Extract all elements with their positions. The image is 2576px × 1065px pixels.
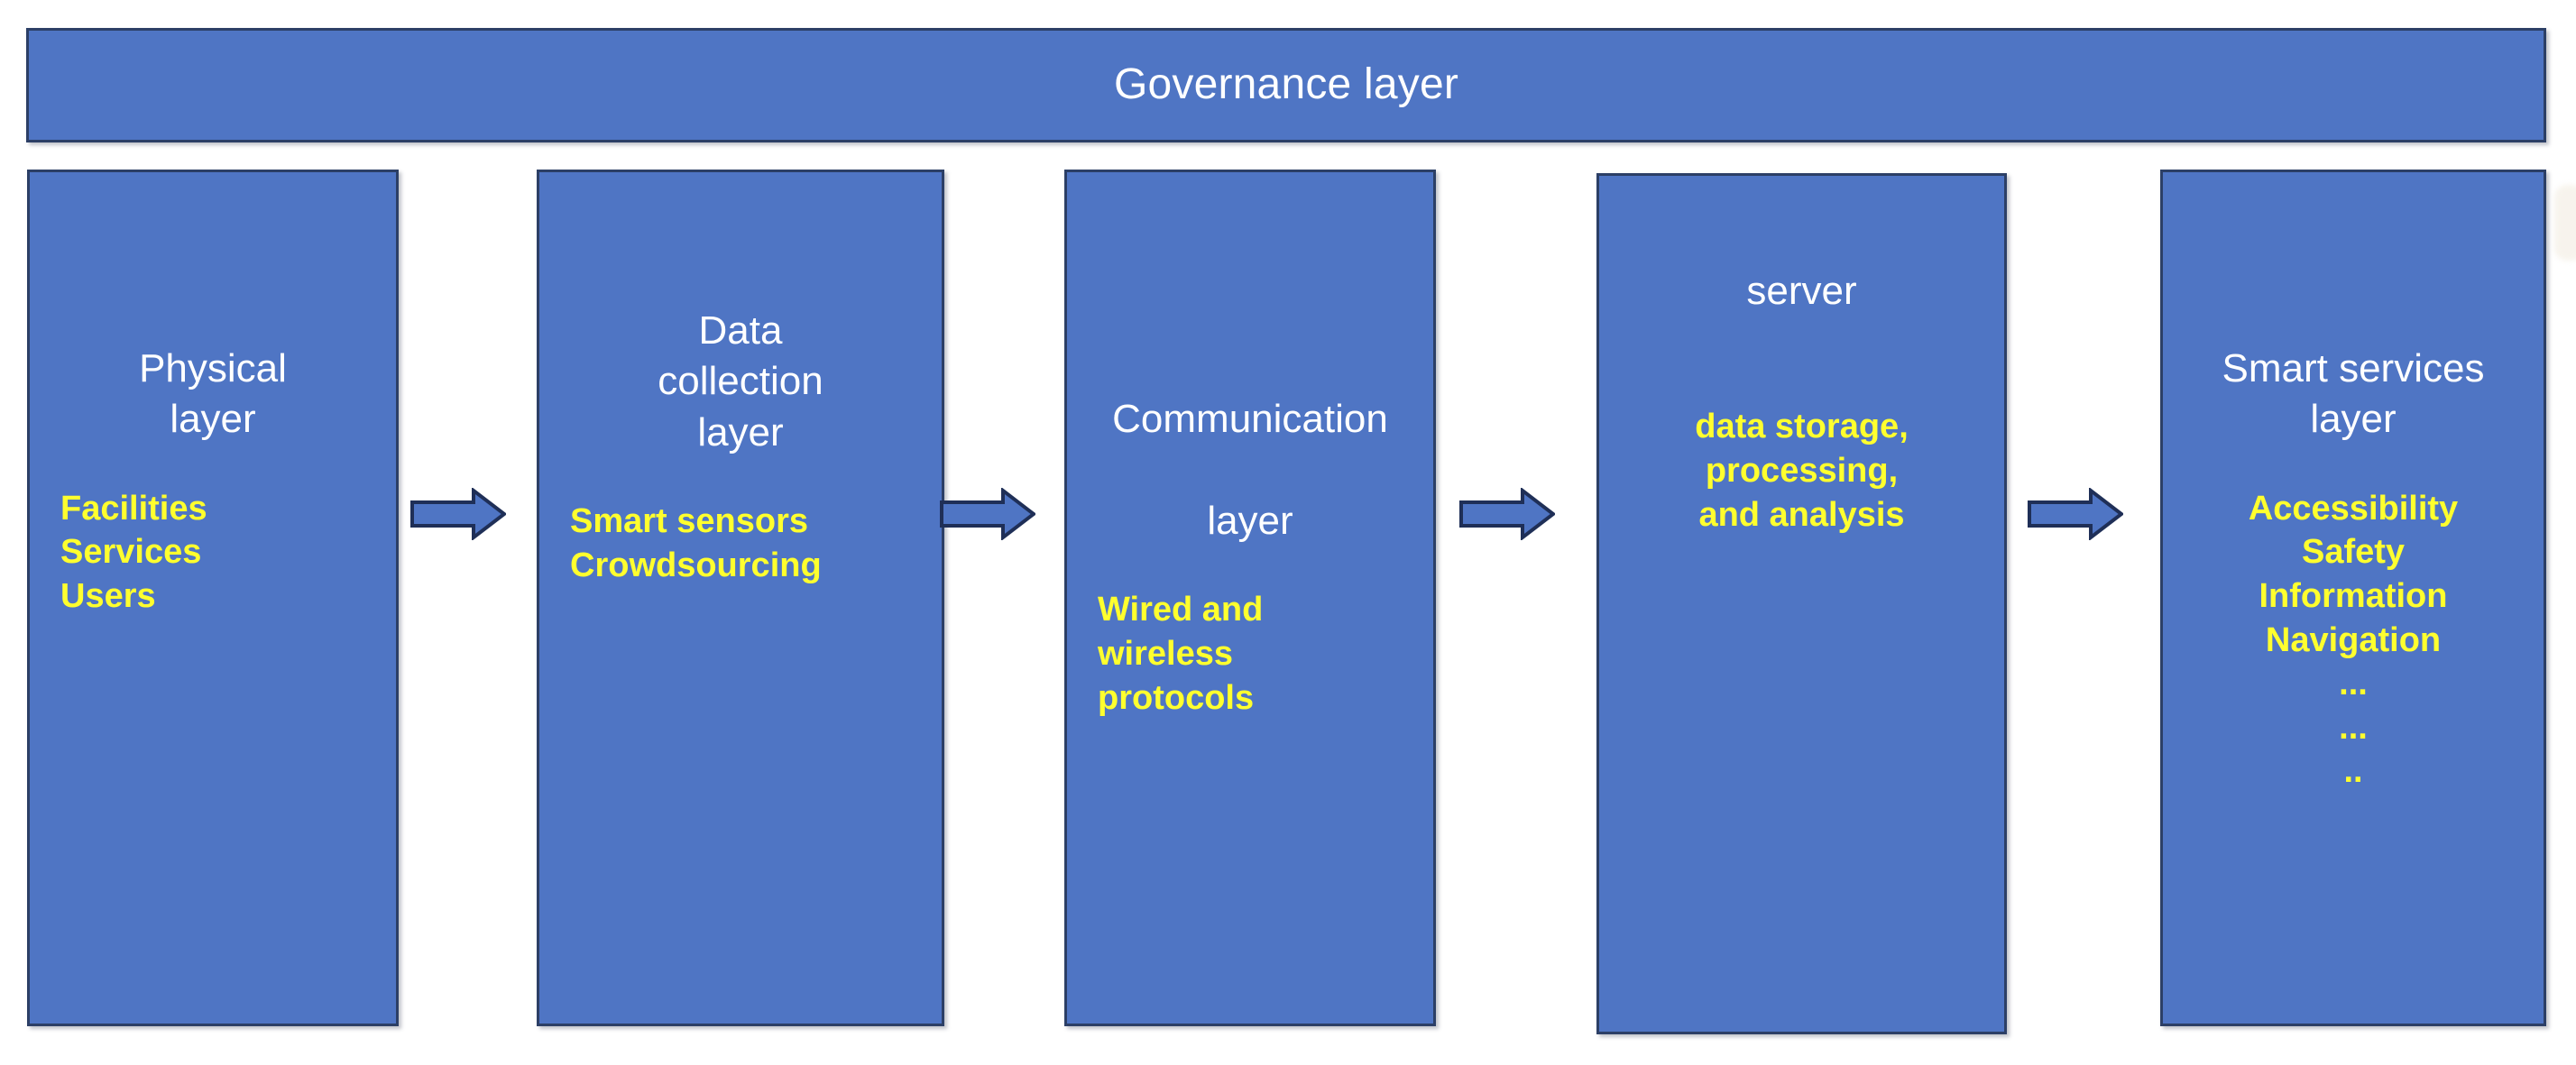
layer-title-data-collection: Data collection layer [658,308,823,454]
layer-title-communication-line2: layer [1207,498,1293,543]
layer-items-communication: Wired and wireless protocols [1098,591,1264,717]
layer-box-server: server data storage, processing, and ana… [1596,173,2007,1034]
layer-box-data-collection: Data collection layer Smart sensors Crow… [537,170,944,1026]
layer-title-communication-line1: Communication [1112,397,1388,442]
layer-items-physical: Facilities Services Users [60,489,207,615]
layer-title-smart-services: Smart services layer [2222,346,2485,442]
layer-content-communication: Communication layer Wired and wireless p… [1067,344,1433,720]
governance-layer-title: Governance layer [1113,60,1459,109]
arrow-server-to-smart-services-icon [2028,488,2123,540]
layer-content-smart-services: Smart services layer Accessibility Safet… [2163,344,2544,794]
layer-items-server: data storage, processing, and analysis [1695,408,1909,534]
layer-box-physical: Physical layer Facilities Services Users [27,170,399,1026]
layer-title-server: server [1746,269,1857,313]
layer-box-smart-services: Smart services layer Accessibility Safet… [2160,170,2546,1026]
arrow-data-to-communication-icon [940,488,1035,540]
layer-content-server: server data storage, processing, and ana… [1599,266,2004,537]
layer-title-communication: Communication layer [1071,344,1430,546]
layer-content-physical: Physical layer Facilities Services Users [30,344,396,619]
edge-artifact [2554,185,2576,261]
layer-items-smart-services: Accessibility Safety Information Navigat… [2248,489,2459,791]
layer-title-physical: Physical layer [139,346,287,442]
layer-items-data-collection: Smart sensors Crowdsourcing [570,501,822,584]
layer-box-communication: Communication layer Wired and wireless p… [1064,170,1436,1026]
governance-layer-banner: Governance layer [26,28,2546,142]
arrow-physical-to-data-icon [410,488,506,540]
arrow-communication-to-server-icon [1459,488,1555,540]
layer-content-data-collection: Data collection layer Smart sensors Crow… [539,306,942,587]
